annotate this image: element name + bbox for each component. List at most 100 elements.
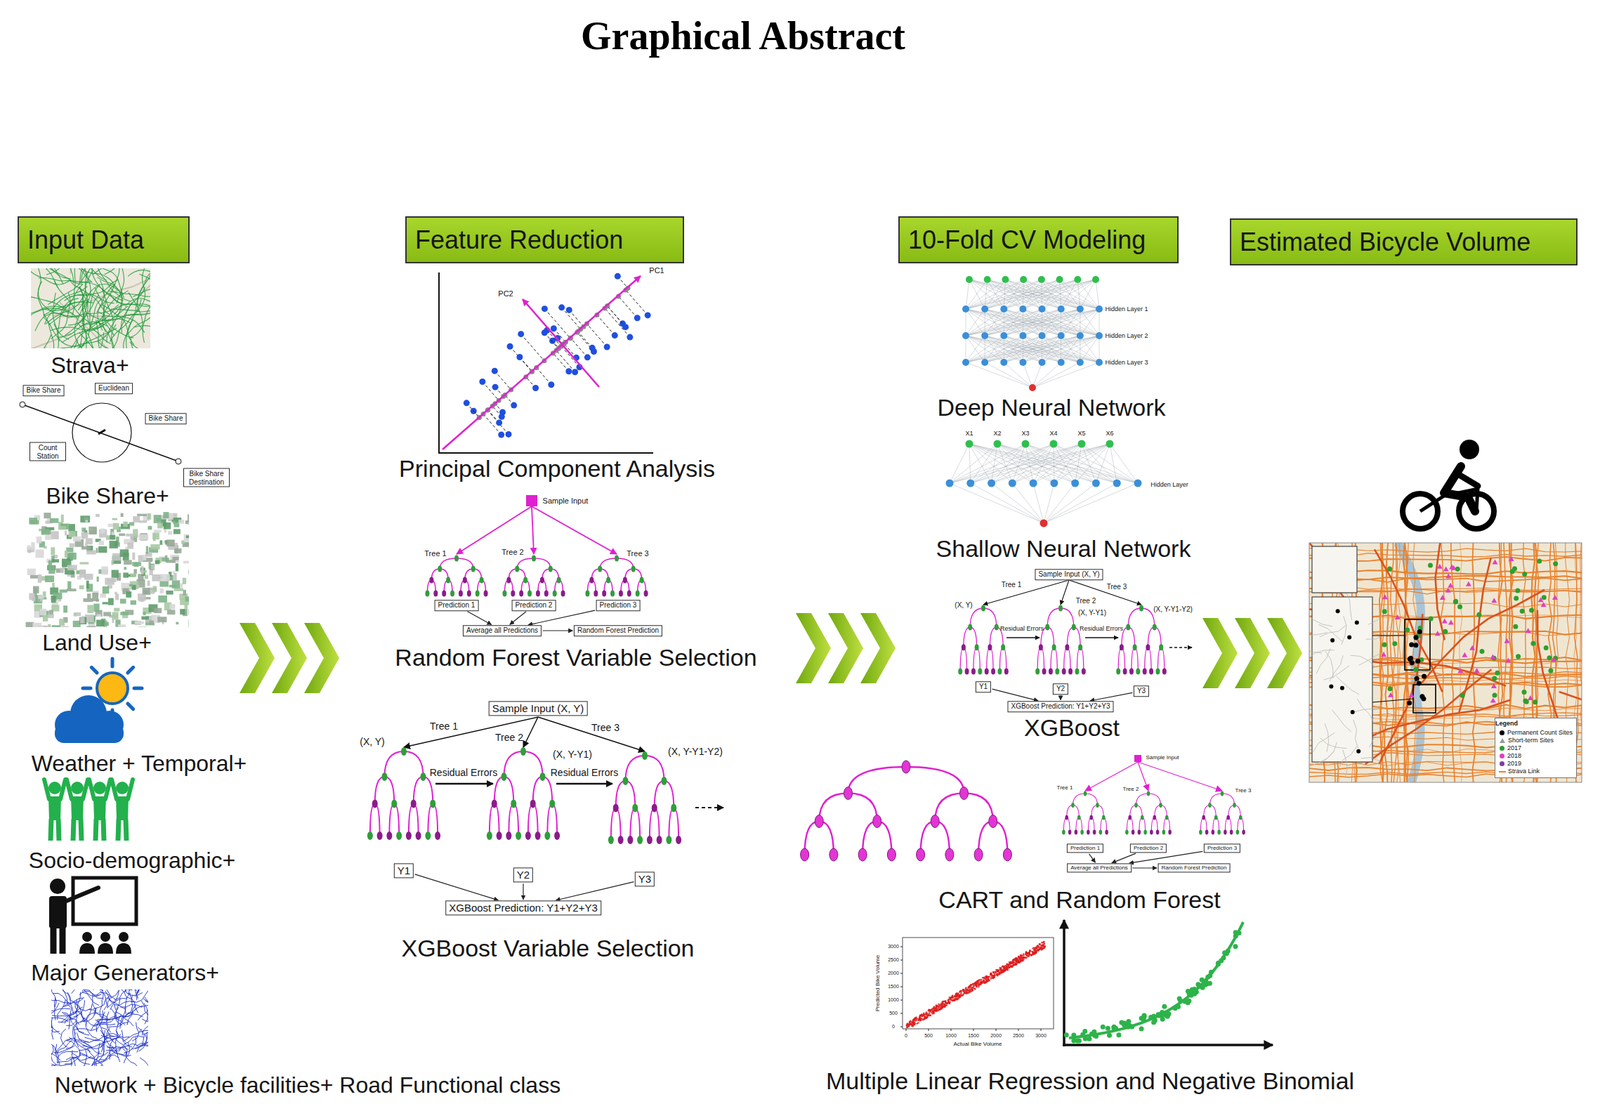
nn-unit — [987, 479, 996, 488]
nn-link — [984, 362, 1033, 388]
data-point — [491, 368, 498, 375]
tree-branch — [1047, 627, 1054, 648]
tree-node — [501, 772, 508, 782]
tree-branch — [649, 807, 655, 841]
tree-node — [1156, 830, 1160, 836]
tree-node — [981, 605, 986, 612]
land-parcel — [188, 522, 189, 525]
tree-node — [1074, 830, 1079, 836]
scatter-point — [982, 976, 985, 980]
land-parcel — [188, 620, 189, 628]
tree-node — [549, 799, 555, 808]
network-link — [95, 992, 116, 1000]
projection-line — [561, 346, 580, 368]
nn-link — [1075, 443, 1082, 484]
nn-link — [1059, 279, 1081, 310]
tree-node — [814, 815, 824, 829]
nn-unit — [1076, 305, 1084, 313]
land-parcel — [103, 611, 111, 616]
network-link — [90, 989, 95, 991]
nn-link — [965, 309, 1004, 336]
land-parcel — [150, 564, 155, 571]
tree-node — [1152, 815, 1157, 821]
land-parcel — [60, 568, 65, 574]
data-point — [550, 325, 557, 332]
land-parcel — [43, 512, 51, 519]
land-parcel — [169, 604, 175, 609]
tree-node — [420, 772, 427, 782]
tree-node — [1104, 830, 1109, 836]
tree-branch — [1073, 793, 1086, 806]
network-link — [82, 1045, 103, 1049]
tree-branch — [969, 608, 984, 628]
tree-branch — [999, 647, 1003, 672]
sun-ray — [127, 703, 134, 710]
scatter-point — [992, 971, 995, 974]
tree-node — [656, 835, 663, 845]
land-parcel — [118, 533, 126, 537]
network-link — [70, 1056, 93, 1061]
nn-unit — [1134, 479, 1143, 488]
arrow-line — [1006, 637, 1040, 639]
land-parcel — [186, 535, 189, 540]
projection-line — [547, 330, 562, 347]
pupil-body — [115, 943, 132, 954]
scatter-point — [1028, 950, 1032, 953]
land-parcel — [82, 598, 93, 602]
chevron — [271, 623, 307, 694]
land-parcel — [153, 514, 162, 524]
nn-link — [1061, 279, 1079, 310]
scatter-point — [1019, 960, 1022, 963]
nn-unit — [1092, 479, 1100, 488]
land-parcel — [120, 513, 124, 518]
pc1-axis — [442, 276, 641, 450]
scatter-point — [972, 983, 975, 986]
scatter-point — [990, 972, 993, 975]
network-link — [118, 1007, 137, 1018]
tree-branch — [644, 755, 665, 782]
nn-link — [1053, 443, 1138, 484]
tree-node — [1132, 644, 1138, 651]
land-parcel — [142, 587, 151, 595]
arrow-line — [695, 807, 724, 809]
nn-link — [984, 309, 1100, 336]
tree-node — [1035, 668, 1040, 675]
nn-unit — [965, 276, 973, 284]
nn-link — [965, 335, 1023, 363]
tree-node — [994, 624, 999, 631]
projection-line — [604, 308, 631, 338]
tree-node — [1058, 605, 1063, 612]
network-link — [92, 1055, 112, 1065]
strava-track — [52, 292, 69, 340]
nn-link — [1042, 279, 1096, 310]
tree-node — [544, 831, 550, 841]
tree-branch — [1066, 627, 1074, 648]
tree-branch — [630, 807, 635, 841]
person-head — [70, 781, 84, 795]
nn-unit — [1095, 332, 1103, 340]
tree-node — [1232, 802, 1237, 808]
arrow-line — [1069, 580, 1142, 605]
tree-node — [1226, 815, 1230, 821]
teacher-head — [49, 878, 66, 895]
tree-node — [1125, 830, 1129, 836]
tree-node — [974, 644, 980, 651]
land-parcel — [136, 514, 147, 517]
tree-node — [618, 590, 624, 598]
land-parcel — [155, 560, 161, 565]
network-link — [83, 989, 104, 999]
chevron — [1267, 618, 1303, 689]
nn-link — [965, 309, 1062, 336]
tree-branch — [963, 627, 970, 648]
nn-link — [1080, 309, 1100, 336]
land-parcel — [58, 525, 67, 530]
strava-track — [110, 309, 151, 312]
land-parcel — [165, 590, 173, 595]
scatter-point — [932, 1007, 935, 1010]
pupil-body — [79, 943, 95, 954]
scatter-point — [967, 986, 970, 989]
tree-branch — [1040, 647, 1045, 672]
data-point — [622, 323, 629, 331]
nn-link — [965, 335, 1004, 363]
